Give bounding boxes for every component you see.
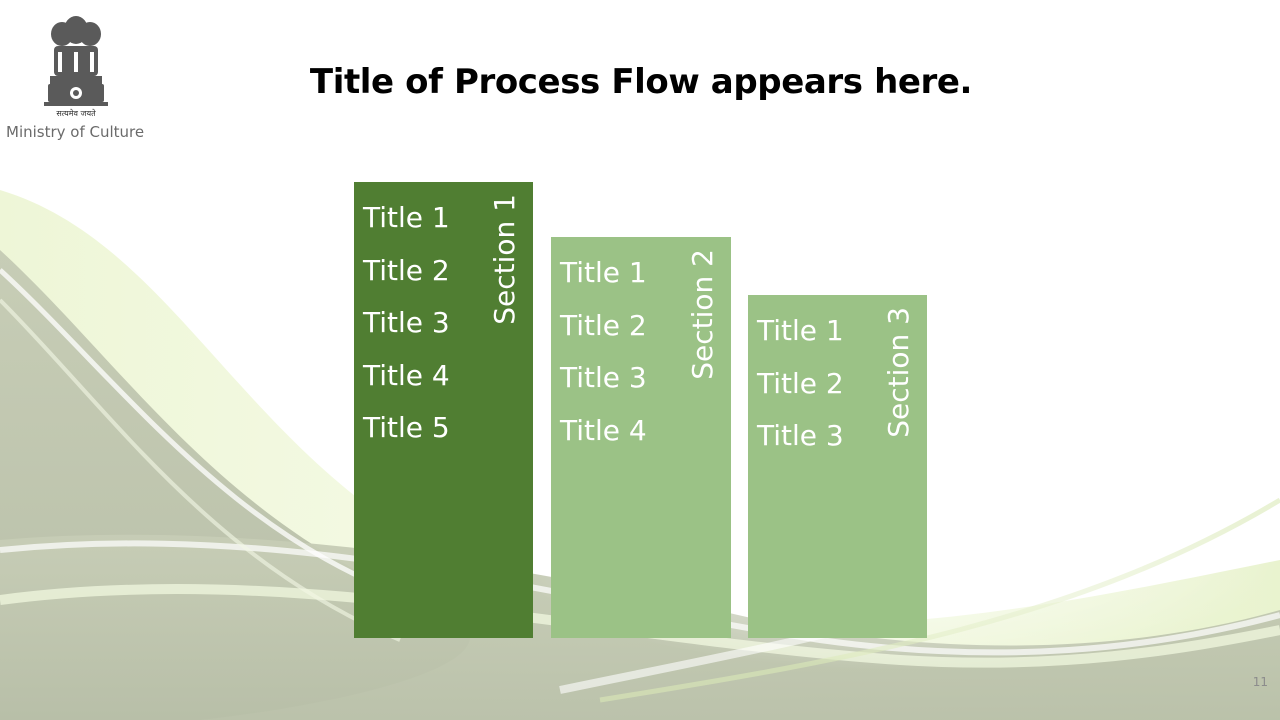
list-item: Title 1 <box>757 314 844 347</box>
page-title: Title of Process Flow appears here. <box>309 62 973 102</box>
list-item: Title 3 <box>363 306 450 339</box>
list-item: Title 2 <box>560 308 647 342</box>
page-number: 11 <box>1252 675 1268 689</box>
list-item: Title 5 <box>363 411 450 444</box>
list-item: Title 1 <box>363 201 450 234</box>
section-2-label: Section 2 <box>686 249 719 380</box>
organization-name: Ministry of Culture <box>6 123 145 141</box>
section-3-list: Title 1 Title 2 Title 3 <box>757 305 844 463</box>
section-1-label: Section 1 <box>488 194 521 325</box>
list-item: Title 2 <box>757 366 844 400</box>
list-item: Title 3 <box>757 419 844 452</box>
section-3-label: Section 3 <box>882 307 915 438</box>
section-2-list: Title 1 Title 2 Title 3 Title 4 <box>560 247 647 457</box>
list-item: Title 1 <box>560 256 647 289</box>
section-1-list: Title 1 Title 2 Title 3 Title 4 Title 5 <box>363 192 450 455</box>
list-item: Title 4 <box>560 413 647 447</box>
section-3-box: Title 1 Title 2 Title 3 Section 3 <box>748 295 927 638</box>
national-emblem-icon: सत्यमेव जयते <box>44 16 108 118</box>
list-item: Title 4 <box>363 358 450 392</box>
emblem-motto: सत्यमेव जयते <box>56 108 96 118</box>
list-item: Title 3 <box>560 361 647 394</box>
section-2-box: Title 1 Title 2 Title 3 Title 4 Section … <box>551 237 731 638</box>
list-item: Title 2 <box>363 253 450 287</box>
section-1-box: Title 1 Title 2 Title 3 Title 4 Title 5 … <box>354 182 533 638</box>
